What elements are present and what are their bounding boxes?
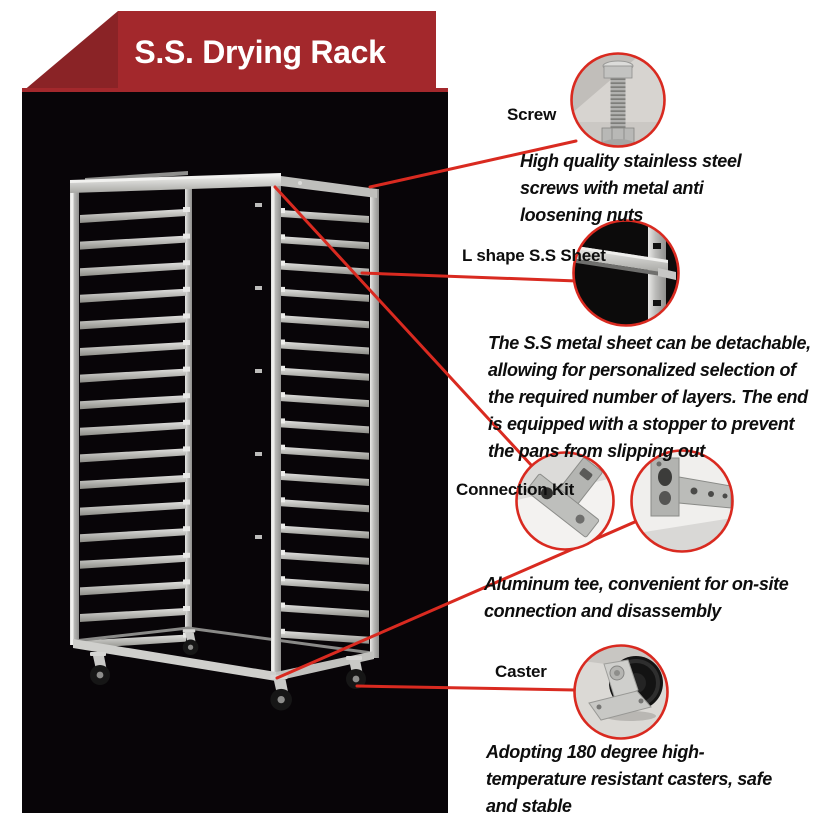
callout-description-screw: High quality stainless steel screws with… — [520, 151, 742, 225]
banner-fold-triangle — [22, 11, 122, 92]
rack-top-beam-front — [70, 176, 281, 193]
callout-line-connection-kit-1 — [273, 185, 534, 468]
rack-top-beam-right — [281, 176, 377, 198]
connection-kit-circle-border-1 — [515, 451, 615, 551]
callout-line-screw — [368, 139, 578, 189]
connection-kit-circle-border-2 — [630, 449, 734, 553]
photo-background — [22, 92, 448, 813]
callout-label-connection-kit: Connection Kit — [456, 480, 575, 499]
title-banner — [22, 11, 436, 92]
callout-description-caster: Adopting 180 degree high- temperature re… — [486, 742, 772, 816]
rack-bottom-beam-front-left — [73, 639, 276, 681]
callout-lines — [273, 139, 639, 692]
rack-post-rear-right — [370, 189, 379, 658]
l-sheet-circle-border — [572, 219, 680, 327]
l-sheet-photo — [574, 221, 678, 325]
caster-circle-border — [573, 644, 669, 740]
callout-label-screw: Screw — [507, 105, 557, 124]
screw-circle-border — [570, 52, 666, 148]
connection-kit-photo-1 — [517, 453, 613, 549]
far-side-tabs — [255, 203, 262, 539]
connection-kit-photo-2 — [632, 451, 732, 551]
callout-description-l-sheet: The S.S metal sheet can be detachable, a… — [488, 333, 811, 461]
callout-line-caster — [355, 684, 577, 692]
banner-rect — [118, 11, 436, 92]
banner-bottom-strip — [22, 88, 448, 92]
callout-line-l-sheet — [360, 271, 579, 283]
callout-label-caster: Caster — [495, 662, 547, 681]
caster-photo — [575, 646, 667, 738]
callout-label-l-sheet: L shape S.S Sheet — [462, 246, 606, 265]
page-title: S.S. Drying Rack — [134, 34, 386, 70]
rack-post-front-left — [70, 186, 79, 645]
screw-photo — [572, 54, 664, 146]
rack-post-front-center — [271, 181, 281, 679]
drying-rack-photo — [70, 171, 379, 711]
callout-description-connection-kit: Aluminum tee, convenient for on-site con… — [484, 574, 789, 621]
